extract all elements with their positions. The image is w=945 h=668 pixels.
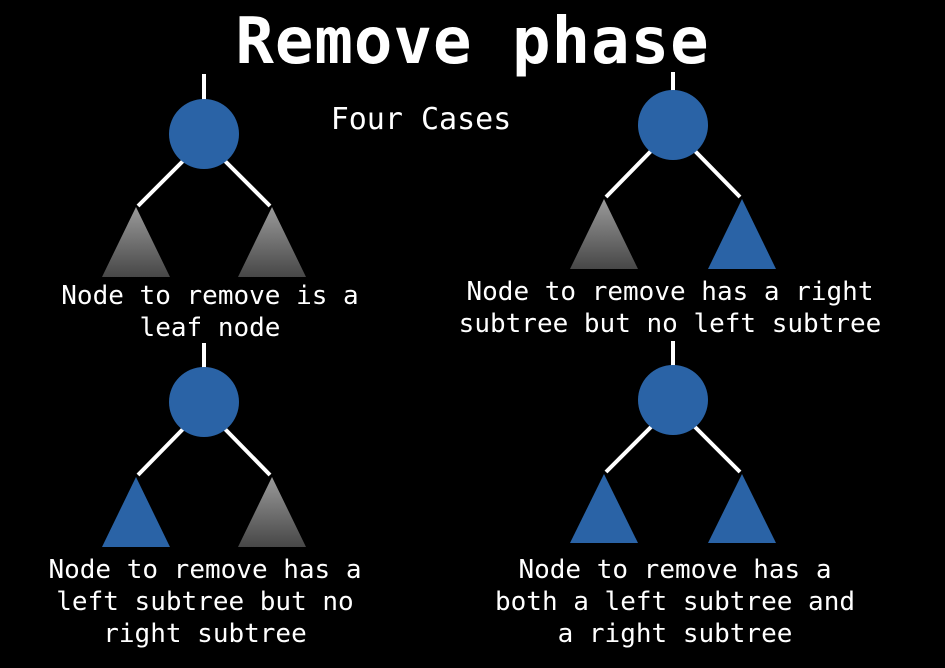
case-1-right-edge [222, 158, 272, 208]
case-2-node [638, 90, 708, 160]
case-3-left-subtree [102, 477, 170, 547]
case-1-left-subtree [102, 207, 170, 277]
case-1-node [169, 99, 239, 169]
case-1-tree [102, 74, 306, 277]
case-2-caption: Node to remove has a right subtree but n… [458, 277, 882, 339]
case-3-tree [102, 343, 306, 547]
case-2-right-edge [692, 148, 742, 199]
case-4-left-subtree [570, 474, 638, 543]
case-1-caption: Node to remove is a leaf node [61, 281, 359, 343]
case-1-left-edge [136, 158, 186, 208]
case-4-right-edge [692, 424, 742, 474]
case-3-right-edge [222, 426, 272, 477]
case-2-left-edge [604, 148, 654, 199]
case-4-tree [570, 341, 776, 543]
case-3-right-subtree [238, 477, 306, 547]
case-4-right-subtree [708, 474, 776, 543]
case-3-left-edge [136, 426, 186, 477]
case-4-node [638, 365, 708, 435]
case-2-right-subtree [708, 199, 776, 269]
case-3-node [169, 367, 239, 437]
case-2-tree [570, 72, 776, 269]
case-4-caption: Node to remove has a both a left subtree… [494, 555, 856, 649]
case-4-left-edge [604, 424, 654, 474]
case-1-right-subtree [238, 207, 306, 277]
case-3-caption: Node to remove has a left subtree but no… [48, 555, 362, 649]
page-subtitle: Four Cases [330, 102, 512, 137]
page-title: Remove phase [235, 5, 710, 79]
case-2-left-subtree [570, 199, 638, 269]
